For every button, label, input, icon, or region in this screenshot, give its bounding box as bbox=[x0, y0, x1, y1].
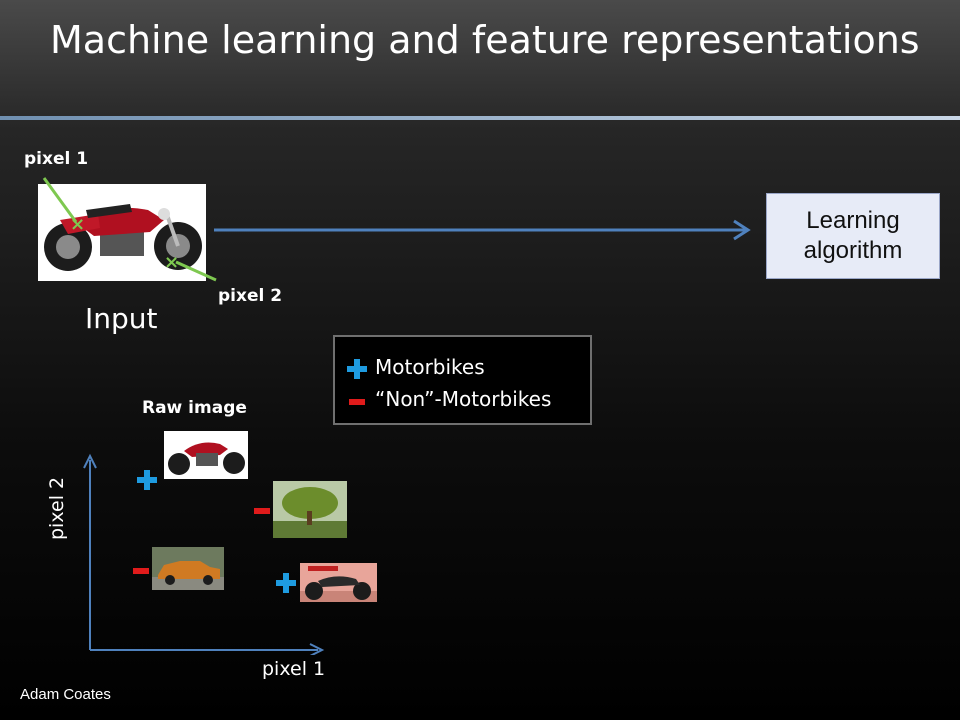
svg-text:×: × bbox=[70, 214, 85, 235]
minus-icon bbox=[133, 568, 149, 574]
plus-icon bbox=[347, 359, 367, 379]
plus-icon bbox=[137, 470, 157, 490]
pixel2-label: pixel 2 bbox=[218, 286, 283, 306]
legend-item-non-motorbikes: “Non”-Motorbikes bbox=[375, 387, 552, 411]
author-footer: Adam Coates bbox=[20, 686, 111, 703]
minus-icon bbox=[349, 399, 365, 405]
pixel-pointers: × × bbox=[42, 177, 217, 282]
minus-icon bbox=[254, 508, 270, 514]
input-label: Input bbox=[85, 302, 158, 335]
input-to-algorithm-arrow bbox=[214, 219, 751, 241]
learning-algorithm-box: Learning algorithm bbox=[766, 193, 940, 279]
cruiser-motorbike-thumbnail bbox=[300, 563, 377, 602]
pixel1-label: pixel 1 bbox=[24, 149, 89, 169]
car-thumbnail bbox=[152, 547, 224, 590]
plot-caption: Raw image bbox=[142, 398, 247, 418]
tree-thumbnail bbox=[273, 481, 347, 538]
motorbike-input-image bbox=[38, 184, 206, 281]
legend-item-motorbikes: Motorbikes bbox=[375, 355, 485, 379]
x-axis-label: pixel 1 bbox=[262, 658, 326, 680]
title-divider bbox=[0, 116, 960, 120]
svg-text:×: × bbox=[164, 252, 179, 273]
slide-title: Machine learning and feature representat… bbox=[50, 18, 920, 62]
motorbike-thumbnail bbox=[164, 431, 248, 479]
plot-axes bbox=[83, 453, 325, 655]
legend: Motorbikes “Non”-Motorbikes bbox=[333, 335, 592, 425]
y-axis-label: pixel 2 bbox=[46, 476, 68, 540]
plus-icon bbox=[276, 573, 296, 593]
